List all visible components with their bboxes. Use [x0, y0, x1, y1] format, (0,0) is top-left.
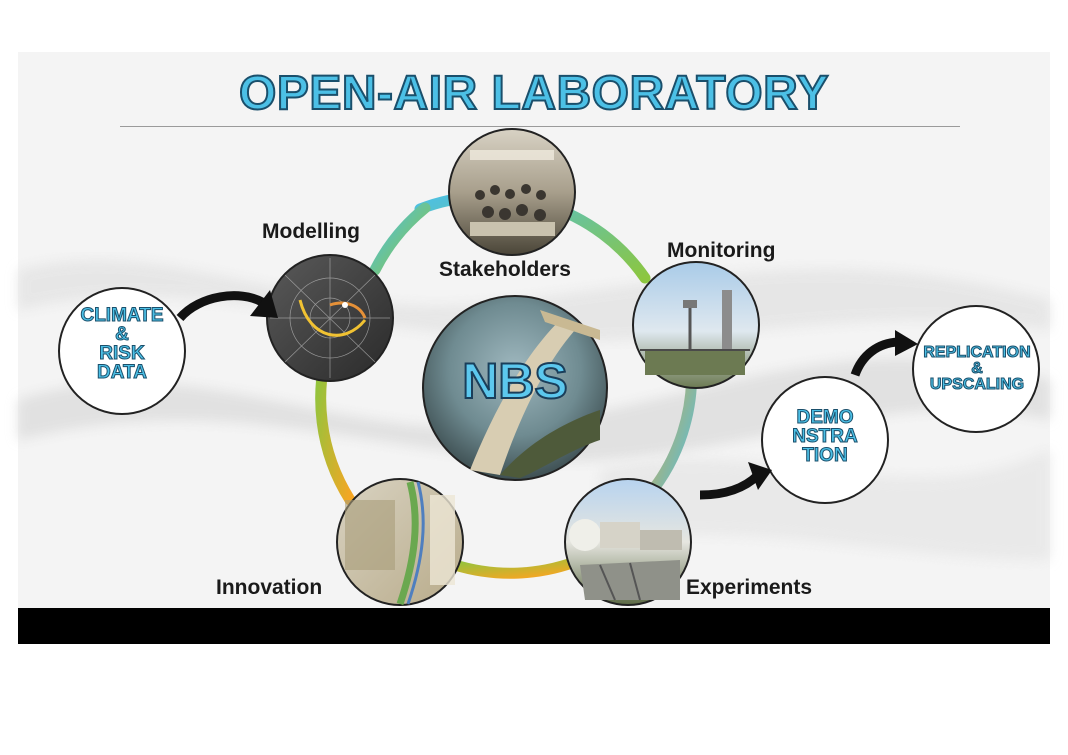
ring-segment-topleft [369, 202, 431, 276]
nbs-photo [422, 295, 608, 481]
page-title: OPEN-AIR LABORATORY [238, 66, 829, 121]
monitoring-photo [632, 261, 760, 389]
demonstration-text: DEMO NSTRA TION [792, 407, 858, 466]
arrow-climate-to-modelling [176, 290, 278, 322]
climate-risk-bubble [58, 287, 186, 415]
replication-text: REPLICATION & UPSCALING [923, 344, 1031, 393]
experiments-photo [564, 478, 692, 606]
bottom-bar [18, 608, 1050, 644]
label-modelling: Modelling [262, 220, 360, 243]
ring-segment-bottom [449, 554, 586, 579]
replication-bubble [912, 305, 1040, 433]
label-stakeholders: Stakeholders [439, 258, 571, 281]
nbs-label: NBS [461, 352, 569, 410]
arrow-demonstration-to-replication [850, 330, 918, 377]
stakeholders-photo [448, 128, 576, 256]
title-divider [120, 126, 960, 127]
climate-risk-text: CLIMATE & RISK DATA [80, 305, 164, 383]
arrow-experiments-to-demonstration [699, 462, 772, 500]
flow-arrows [176, 290, 918, 500]
innovation-photo [336, 478, 464, 606]
label-monitoring: Monitoring [667, 239, 776, 262]
modelling-photo [266, 254, 394, 382]
label-experiments: Experiments [686, 576, 813, 599]
demonstration-bubble [761, 376, 889, 504]
label-innovation: Innovation [216, 576, 323, 599]
